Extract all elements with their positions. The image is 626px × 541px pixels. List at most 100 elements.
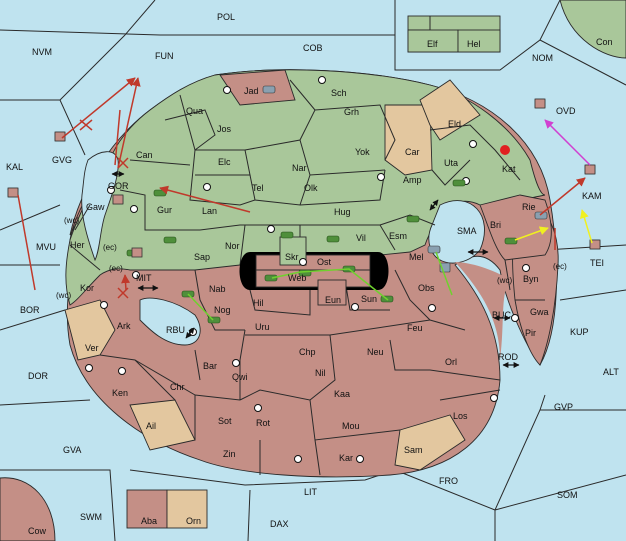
label-orl: Orl — [445, 357, 457, 367]
label-gwa: Gwa — [530, 307, 549, 317]
label-olk: Olk — [304, 183, 318, 193]
label-tei: TEI — [590, 258, 604, 268]
label-bor: BOR — [20, 305, 40, 315]
label-her: Her — [70, 240, 85, 250]
label-ail: Ail — [146, 421, 156, 431]
label-can: Can — [136, 150, 153, 160]
label-wc-3: (wc) — [497, 276, 512, 285]
label-ovd: OVD — [556, 106, 576, 116]
province-orn[interactable] — [166, 489, 208, 529]
label-feu: Feu — [407, 323, 423, 333]
label-sch: Sch — [331, 88, 347, 98]
label-hug: Hug — [334, 207, 351, 217]
label-kup: KUP — [570, 327, 589, 337]
label-nog: Nog — [214, 305, 231, 315]
label-rbu: RBU — [166, 325, 185, 335]
label-neu: Neu — [367, 347, 384, 357]
sea-rbu[interactable] — [139, 297, 201, 346]
label-nor: Nor — [225, 241, 240, 251]
label-chr: Chr — [170, 382, 185, 392]
label-cow: Cow — [28, 526, 47, 536]
orders — [17, 77, 593, 368]
supply-centers — [85, 76, 530, 463]
label-lit: LIT — [304, 487, 318, 497]
label-ec-3: (ec) — [553, 262, 567, 271]
province-car[interactable] — [384, 104, 433, 176]
province-ver[interactable] — [64, 299, 116, 361]
label-nil: Nil — [315, 368, 326, 378]
label-nom: NOM — [532, 53, 553, 63]
label-web: Web — [288, 273, 306, 283]
label-gor: GOR — [108, 181, 129, 191]
explosion-marker — [500, 145, 510, 155]
label-fun: FUN — [155, 51, 174, 61]
label-sam: Sam — [404, 445, 423, 455]
labels: POL NVM FUN COB NOM Con Elf Hel Jad Sch … — [6, 12, 619, 536]
label-con: Con — [596, 37, 613, 47]
label-mel: Mel — [409, 252, 424, 262]
label-kaa: Kaa — [334, 389, 350, 399]
province-hel[interactable] — [457, 29, 501, 53]
label-gva: GVA — [63, 445, 81, 455]
label-elc: Elc — [218, 157, 231, 167]
label-aba: Aba — [141, 516, 157, 526]
label-mou: Mou — [342, 421, 360, 431]
label-buc: BUC — [492, 310, 512, 320]
label-lan: Lan — [202, 206, 217, 216]
label-bar: Bar — [203, 361, 217, 371]
label-hil: Hil — [253, 298, 264, 308]
label-byn: Byn — [523, 274, 539, 284]
label-kam: KAM — [582, 191, 602, 201]
label-eun: Eun — [325, 295, 341, 305]
province-aba[interactable] — [126, 489, 168, 529]
label-ost: Ost — [317, 257, 332, 267]
label-hel: Hel — [467, 39, 481, 49]
label-ark: Ark — [117, 321, 131, 331]
label-kar: Kar — [339, 453, 353, 463]
label-amp: Amp — [403, 175, 422, 185]
label-alt: ALT — [603, 367, 619, 377]
label-swm: SWM — [80, 512, 102, 522]
label-esm: Esm — [389, 231, 407, 241]
label-gaw: Gaw — [86, 202, 105, 212]
label-yok: Yok — [355, 147, 370, 157]
label-qua: Qua — [186, 106, 203, 116]
label-ken: Ken — [112, 388, 128, 398]
label-dor: DOR — [28, 371, 49, 381]
label-orn: Orn — [186, 516, 201, 526]
province-sam[interactable] — [394, 414, 466, 471]
label-pol: POL — [217, 12, 235, 22]
label-jad: Jad — [244, 86, 259, 96]
label-elf: Elf — [427, 39, 438, 49]
label-los: Los — [453, 411, 468, 421]
label-gvg: GVG — [52, 155, 72, 165]
label-vil: Vil — [356, 233, 366, 243]
label-sma: SMA — [457, 226, 477, 236]
label-nvm: NVM — [32, 47, 52, 57]
label-rod: ROD — [498, 352, 519, 362]
province-bri-rie[interactable] — [479, 194, 552, 261]
province-eun[interactable] — [317, 279, 347, 306]
label-cob: COB — [303, 43, 323, 53]
label-uta: Uta — [444, 158, 458, 168]
label-sot: Sot — [218, 416, 232, 426]
label-pir: Pir — [525, 328, 536, 338]
label-obs: Obs — [418, 283, 435, 293]
label-uru: Uru — [255, 322, 270, 332]
label-eld: Eld — [448, 119, 461, 129]
label-dax: DAX — [270, 519, 289, 529]
label-gvp: GVP — [554, 402, 573, 412]
label-nar: Nar — [292, 163, 307, 173]
label-gur: Gur — [157, 205, 172, 215]
label-skr: Skr — [285, 252, 299, 262]
label-jos: Jos — [217, 124, 232, 134]
label-grh: Grh — [344, 107, 359, 117]
sea-gor[interactable] — [81, 151, 119, 262]
label-bri: Bri — [490, 220, 501, 230]
province-eld[interactable] — [419, 79, 481, 141]
label-rot: Rot — [256, 418, 271, 428]
label-sap: Sap — [194, 252, 210, 262]
province-jad[interactable] — [219, 69, 296, 106]
